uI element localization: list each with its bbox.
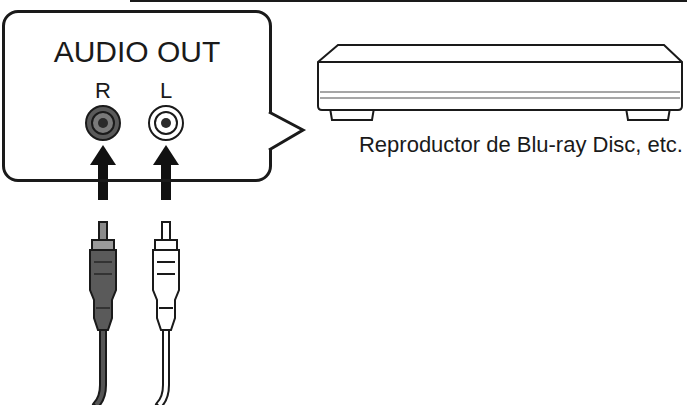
rule-line (130, 0, 687, 2)
callout-ground (4, 12, 271, 181)
l-plug (153, 222, 179, 330)
port-heading: AUDIO OUT (54, 35, 221, 68)
channel-label: R (95, 79, 111, 103)
callout-box: AUDIO OUT R L (2, 10, 272, 182)
r-plug (90, 222, 116, 330)
insert-arrow (90, 145, 179, 200)
device-caption: Reproductor de Blu-ray Disc, etc. (359, 133, 683, 157)
audio-cable (96, 330, 103, 405)
channel-label: L (160, 79, 172, 103)
l-jack (149, 106, 183, 140)
audio-cable (96, 330, 166, 405)
r-jack (86, 106, 120, 140)
audio-cable (159, 330, 166, 405)
blu-ray-player (318, 45, 682, 120)
